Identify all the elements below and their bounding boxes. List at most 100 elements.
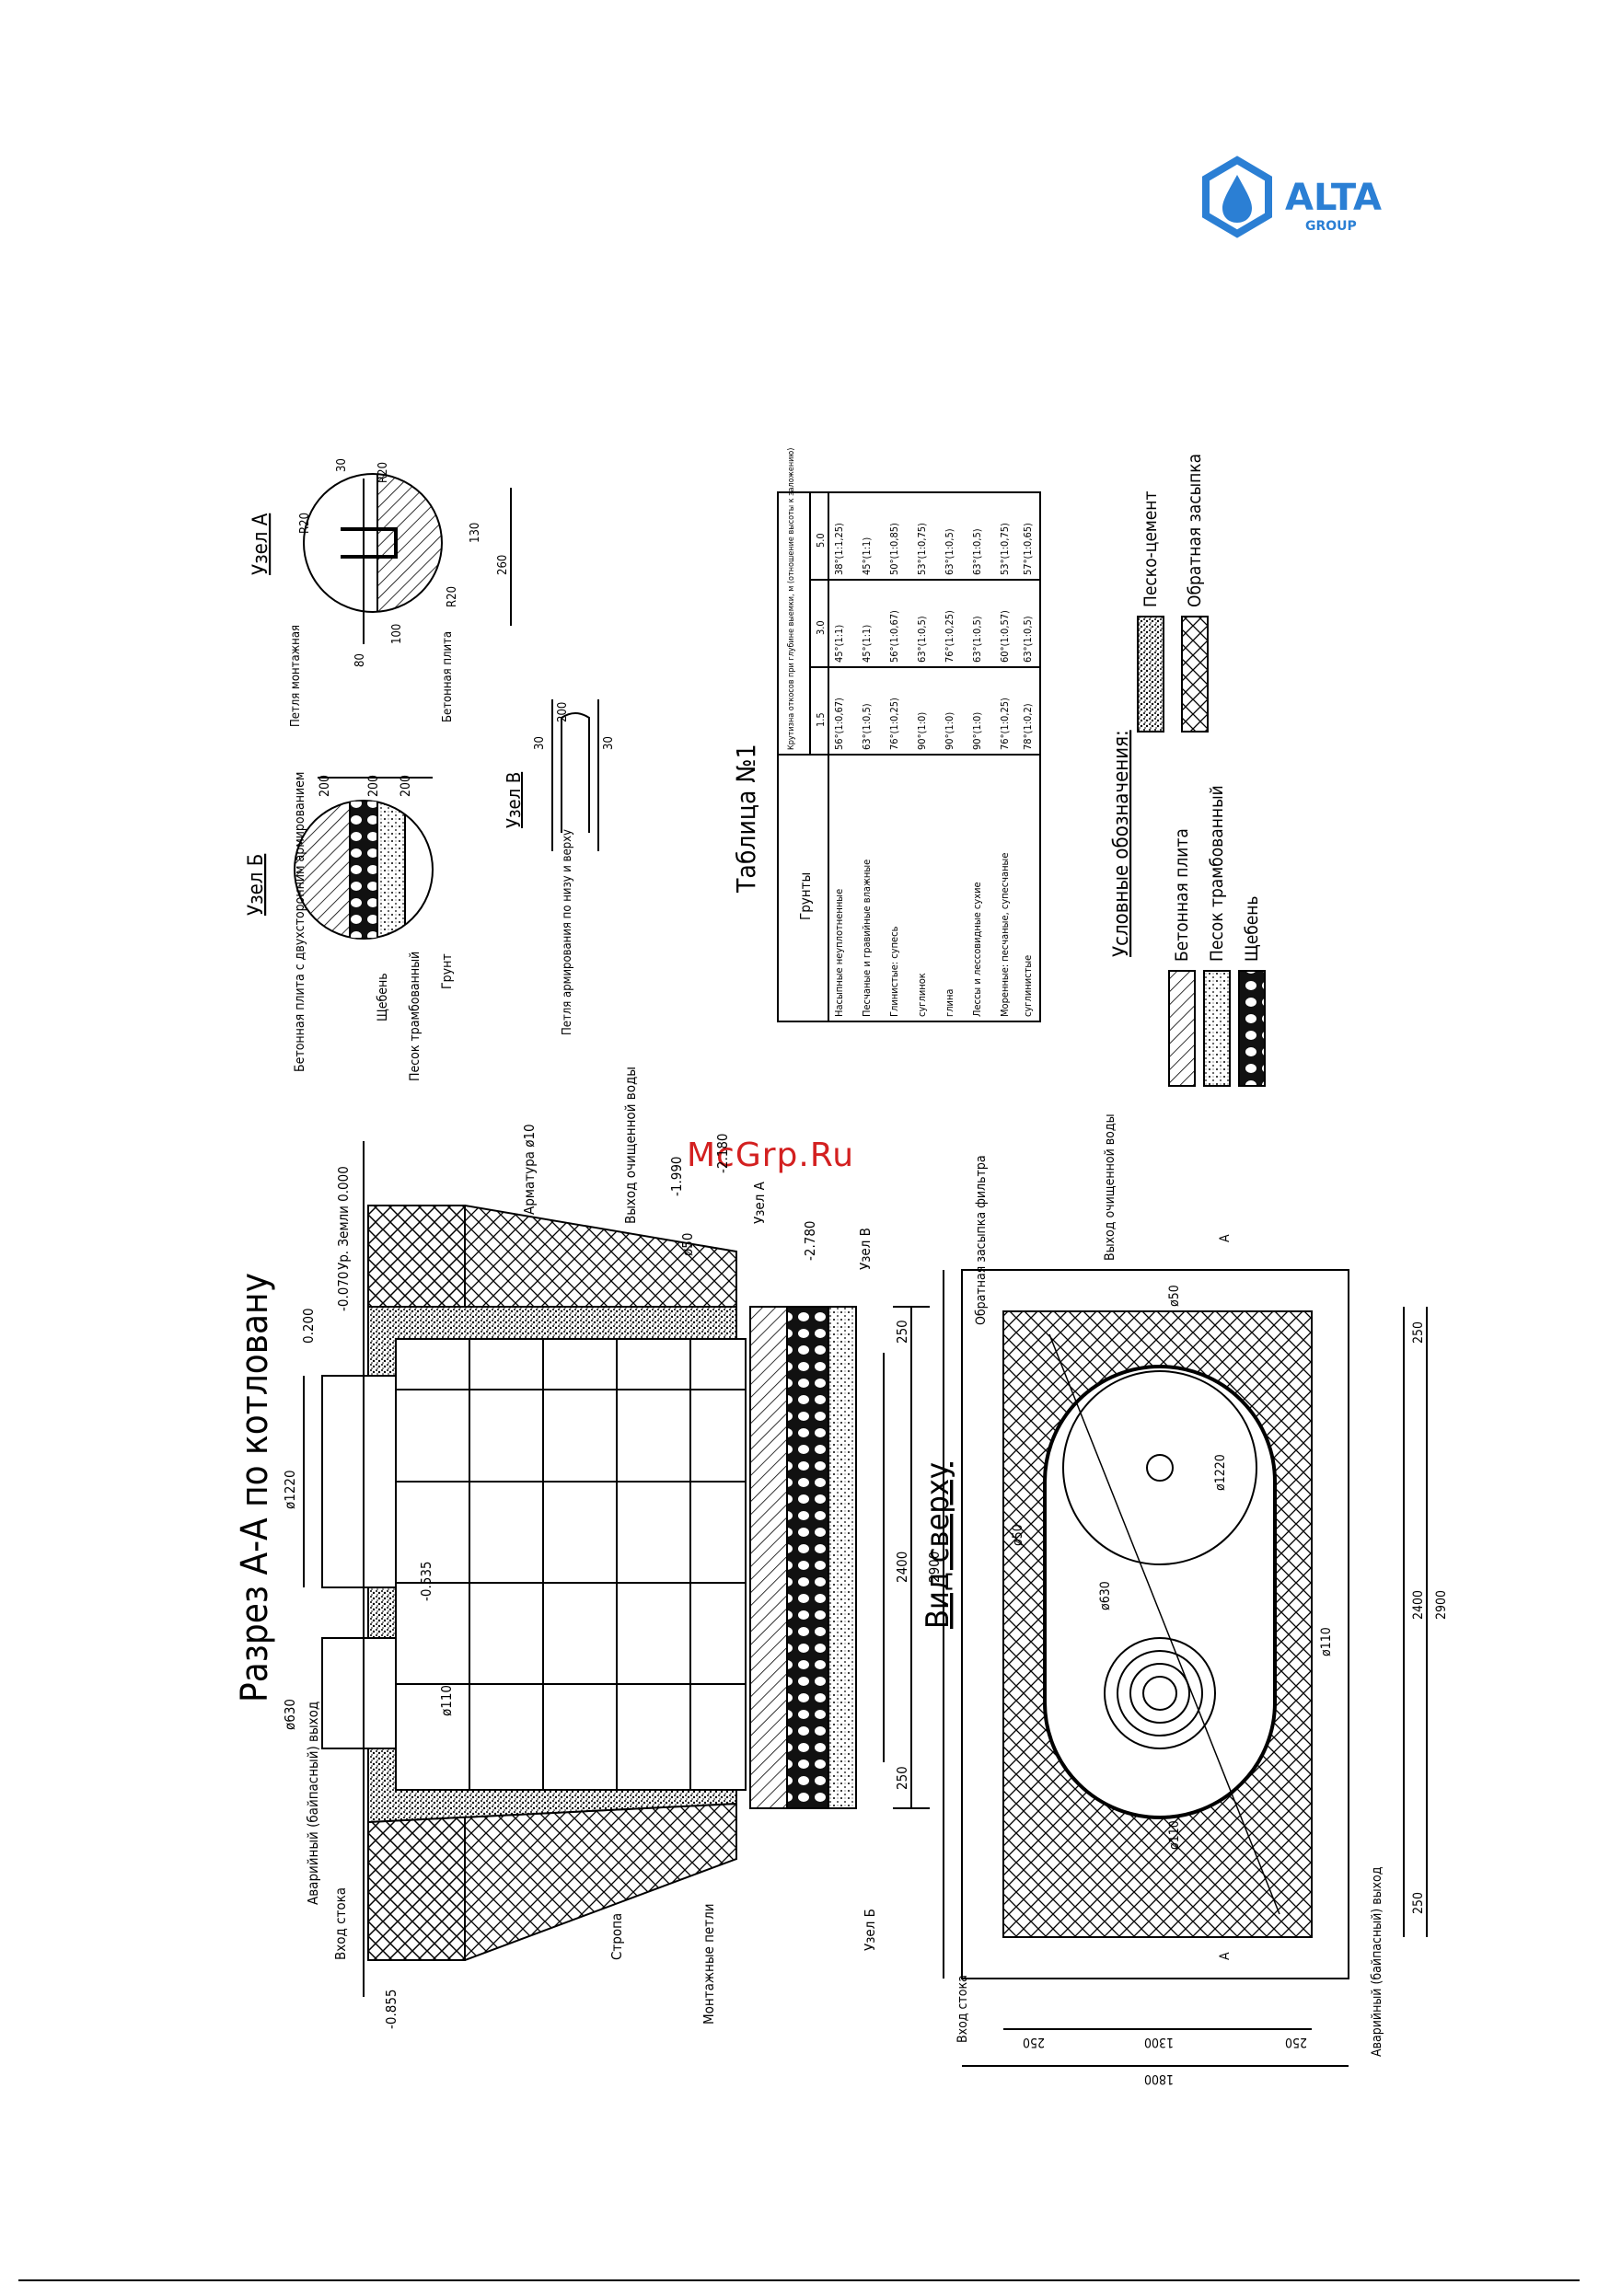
section-title: Разрез А-А по котловану (234, 1273, 276, 1702)
table-cell: 63°(1:0,5) (971, 616, 983, 663)
level-0200: 0.200 (300, 1308, 317, 1344)
legend: Условные обозначения: (1110, 616, 1266, 1087)
table-cell: 63°(1:0,5) (1022, 616, 1034, 663)
table-depth-3: 5.0 (815, 533, 827, 548)
node-b-label-2: Щебень (376, 973, 390, 1021)
level-ground: Ур. Земли 0.000 (335, 1166, 352, 1270)
node-b-label-1: Бетонная плита с двухсторонним армирован… (293, 772, 307, 1072)
table-depth-2: 3.0 (815, 620, 827, 635)
label-node-b: Узел Б (862, 1909, 878, 1951)
table-cell: 78°(1:0,2) (1022, 703, 1034, 750)
table-cell: 53°(1:0,75) (916, 523, 928, 575)
table-title: Таблица №1 (731, 744, 761, 894)
table-cell: суглинистые (1022, 955, 1034, 1017)
table-cell: 90°(1:0) (944, 712, 955, 750)
label-node-a: Узел А (751, 1181, 768, 1224)
table-cell: 53°(1:0,75) (999, 523, 1011, 575)
dim-d630: ø630 (282, 1699, 298, 1730)
node-a-dim-8: R20 (446, 586, 459, 607)
node-b-dim-3: 200 (399, 775, 413, 797)
dim-2900: 2900 (926, 1552, 943, 1583)
table-cell: Глинистые: супесь (888, 926, 900, 1017)
label-emergency: Аварийный (байпасный) выход (305, 1702, 321, 1905)
backfill-bottom-slope (367, 1802, 737, 1961)
plan-dim-d50a: ø50 (1167, 1285, 1182, 1307)
node-a-title: Узел А (249, 513, 272, 575)
node-a: Узел А (249, 473, 512, 644)
node-a-label-1: Петля монтажная (289, 625, 303, 727)
node-a-dim-6: 80 (353, 653, 367, 667)
level-low1: -1.990 (668, 1157, 685, 1197)
node-b-title: Узел Б (245, 854, 268, 916)
water-drop-icon (1222, 175, 1252, 223)
dim-250a: 250 (894, 1320, 910, 1344)
table-cell: 38°(1:1,25) (833, 523, 845, 575)
node-a-dim-4: 130 (469, 523, 482, 543)
sand-section (828, 1306, 857, 1809)
plan-cut-a-bottom: А (1218, 1952, 1233, 1960)
plan-dim-h1800: 1800 (1144, 2071, 1174, 2086)
plan-view: Вид сверху (920, 1269, 1428, 2067)
table-cell: 90°(1:0) (916, 712, 928, 750)
table-cell: 63°(1:0,5) (971, 528, 983, 575)
table-cell: 63°(1:0,5) (944, 528, 955, 575)
label-input: Вход стока (332, 1887, 349, 1960)
plan-dim-d110b: ø110 (1167, 1820, 1182, 1850)
legend-item-cement: Песко-цемент (1141, 491, 1161, 607)
table-cell: 45°(1:1) (861, 625, 873, 663)
table-cell: 45°(1:1) (833, 625, 845, 663)
table-cell: 50°(1:0,85) (888, 523, 900, 575)
plan-cut-a-top: А (1218, 1234, 1233, 1242)
tank-body (395, 1338, 747, 1791)
legend-item-backfill: Обратная засыпка (1185, 454, 1205, 607)
plan-label-input: Вход стока (955, 1975, 970, 2043)
level-low3: -2.780 (802, 1221, 818, 1262)
table-cell: 45°(1:1) (861, 537, 873, 575)
plan-dim-d50b: ø50 (1011, 1524, 1025, 1546)
table-header-span: Крутизна откосов при глубине выемки, м (… (786, 448, 796, 750)
node-a-dim-2: R20 (298, 513, 312, 534)
table-cell: Моренные: песчаные, супесчаные (999, 853, 1011, 1017)
concrete-plate-section (749, 1306, 788, 1809)
plan-dim-h250b: 250 (1285, 2035, 1307, 2049)
plan-dim-250b: 250 (1411, 1892, 1426, 1914)
level-low2: -2.180 (714, 1134, 731, 1174)
node-v-title: Узел В (503, 772, 525, 828)
logo-name: ALTA (1285, 177, 1382, 219)
hexagon-icon (1202, 156, 1272, 238)
plan-dim-2900: 2900 (1434, 1590, 1449, 1620)
table-cell: Насыпные неуплотненные (833, 889, 845, 1017)
node-a-dim-7: 100 (390, 624, 404, 644)
table-cell: 60°(1:0,57) (999, 610, 1011, 663)
plan-dim-250a: 250 (1411, 1321, 1426, 1344)
table-cell: 76°(1:0,25) (944, 610, 955, 663)
plan-label-slope: Обратная засыпка фильтра (974, 1155, 989, 1325)
neck-630 (321, 1637, 397, 1749)
plan-label-emergency: Аварийный (байпасный) выход (1370, 1866, 1384, 2057)
logo-sub: GROUP (1305, 219, 1357, 234)
neck-1220 (321, 1375, 397, 1588)
table-cell: 76°(1:0,25) (888, 698, 900, 750)
table-cell: 57°(1:0,65) (1022, 523, 1034, 575)
node-v-label: Петля армирования по низу и верху (561, 829, 574, 1035)
plan-dim-d1220: ø1220 (1213, 1454, 1228, 1491)
slope-table: Таблица №1 (731, 491, 1041, 1022)
plan-dim-h250a: 250 (1023, 2035, 1045, 2049)
backfill-top-slope (367, 1205, 737, 1308)
legend-swatch-sand (1203, 970, 1231, 1087)
node-v-dim-1: 30 (533, 736, 547, 750)
label-output: Выход очищенной воды (622, 1067, 639, 1224)
node-b-label-4: Грунт (440, 953, 455, 989)
section-a-a: Разрез А-А по котловану (234, 1141, 930, 1997)
table-cell: 76°(1:0,25) (999, 698, 1011, 750)
table-cell: суглинок (916, 973, 928, 1017)
node-v-dim-3: 30 (602, 736, 616, 750)
gravel-section (786, 1306, 829, 1809)
node-a-label-2: Бетонная плита (441, 631, 455, 722)
plan-title: Вид сверху (920, 1462, 956, 1629)
level-top: -0.070 (335, 1272, 352, 1312)
table-cell: 56°(1:0,67) (888, 610, 900, 663)
label-sling: Стропа (608, 1913, 625, 1960)
level-bottom: -0.855 (383, 1990, 400, 2030)
